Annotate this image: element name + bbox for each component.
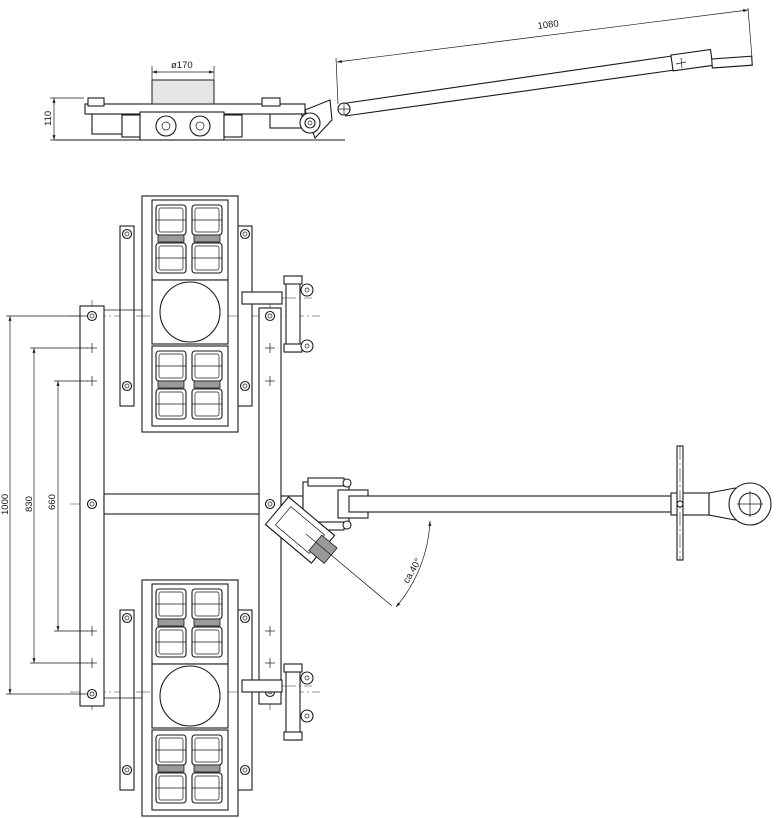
side-view: 1080 ø170 110 [43,7,753,141]
dim-width-total: 1000 [0,494,11,515]
steering-yoke-upper [241,275,314,353]
dim-width-mid: 830 [24,496,35,512]
central-beam [103,493,260,515]
dim-roller-diameter: ø170 [171,60,193,71]
steering-yoke-lower [241,663,314,741]
front-crossbar [258,307,282,705]
dim-height: 110 [43,111,54,126]
dim-width-inner: 660 [47,494,58,510]
top-view: ca.40° 1000 830 660 [0,196,772,816]
dim-steer-angle: ca.40° [401,556,424,585]
dim-handle-length: 1080 [537,18,559,32]
width-dimensions: 1000 830 660 [0,315,88,695]
drawbar [348,445,772,561]
tank-module-upper [120,196,252,432]
